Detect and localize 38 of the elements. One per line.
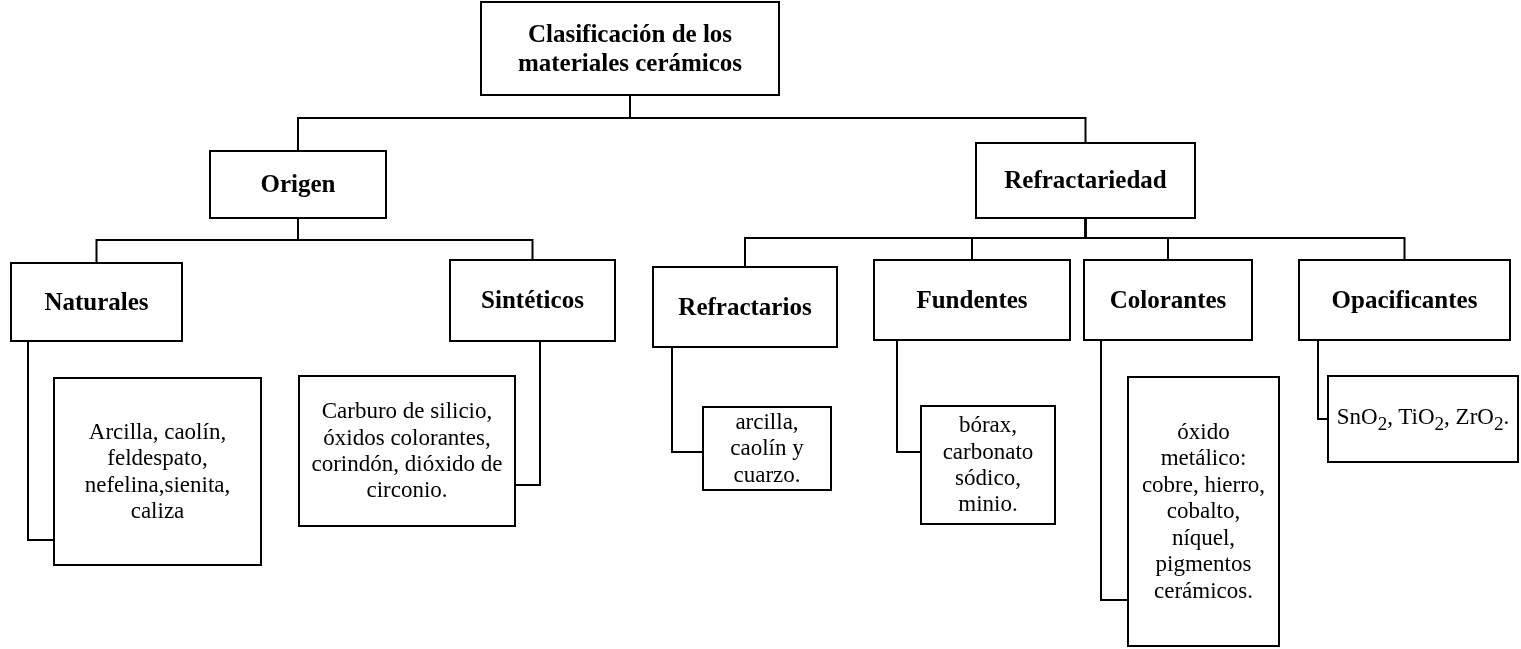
- node-heading: Refractarios: [678, 292, 812, 322]
- connector-line: [297, 218, 534, 260]
- category-box: [209, 150, 387, 219]
- category-box: [449, 259, 616, 342]
- node-heading: Origen: [260, 170, 336, 199]
- node-heading: Fundentes: [916, 285, 1028, 315]
- examples-box: [1127, 376, 1280, 647]
- connector-line: [1317, 340, 1328, 420]
- node-heading: Opacificantes: [1331, 285, 1478, 315]
- node-heading: Refractariedad: [1004, 166, 1167, 195]
- examples-box: [702, 406, 832, 491]
- category-box: [652, 266, 838, 348]
- category-box: [1298, 259, 1511, 341]
- examples-box: [920, 405, 1056, 525]
- node-text: arcilla, caolín y cuarzo.: [729, 408, 805, 489]
- node-text: Arcilla, caolín, feldespato, nefelina,sienita, caliza: [83, 418, 232, 525]
- connector-line: [1100, 340, 1128, 601]
- connector-line: [1084, 218, 1406, 260]
- connector-line: [27, 341, 54, 541]
- node-text: óxido metálico: cobre, hierro, cobalto, níquel, pigmentos cerámicos.: [1140, 418, 1267, 605]
- node-heading: Clasificación de los materiales cerámicos: [516, 19, 744, 78]
- connector-line: [515, 341, 541, 486]
- connector-line: [896, 340, 921, 453]
- category-box: [1083, 259, 1253, 341]
- connector-line: [671, 347, 703, 453]
- node-heading: Colorantes: [1109, 285, 1227, 315]
- node-heading: Naturales: [44, 287, 149, 317]
- node-text: SnO$_{2}$, TiO$_{2}$, ZrO$_{2}$.: [1336, 403, 1510, 435]
- examples-box: [1327, 375, 1519, 463]
- examples-box: [298, 375, 516, 527]
- category-box: [10, 262, 183, 342]
- node-text: bórax, carbonato sódico, minio.: [941, 412, 1035, 518]
- title-box: [480, 1, 780, 96]
- examples-box: [53, 377, 262, 566]
- node-heading: Sintéticos: [481, 286, 584, 315]
- category-box: [975, 142, 1196, 219]
- node-text: Carburo de silicio, óxidos colorantes, corindón, dióxido de circonio.: [310, 398, 504, 504]
- category-box: [873, 259, 1071, 341]
